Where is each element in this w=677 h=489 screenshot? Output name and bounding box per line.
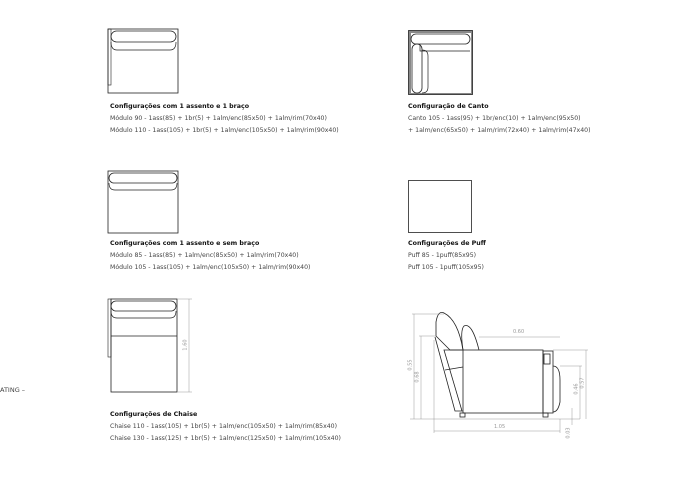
dim-seat-depth: 0.60 xyxy=(513,329,525,335)
section-line: Canto 105 - 1ass(95) + 1br/enc(10) + 1al… xyxy=(408,115,581,122)
cut-off-side-text: ATING – xyxy=(0,386,26,394)
chaise-length-label: 1.60 xyxy=(182,339,189,351)
section-line: Puff 105 - 1puff(105x95) xyxy=(408,264,484,271)
dim-foot-height: 0.03 xyxy=(565,427,572,439)
module-arm-drawing xyxy=(107,28,179,94)
section-title: Configuração de Canto xyxy=(408,103,489,110)
section-line: Chaise 130 - 1ass(125) + 1br(5) + 1alm/e… xyxy=(110,435,341,442)
section-line: Módulo 90 - 1ass(85) + 1br(5) + 1alm/enc… xyxy=(110,115,327,122)
side-view-drawing xyxy=(410,312,588,433)
section-title: Configurações de Puff xyxy=(408,240,486,247)
corner-module-drawing xyxy=(408,30,473,95)
dim-total-depth: 1.05 xyxy=(494,424,506,430)
section-line: Módulo 85 - 1ass(85) + 1alm/enc(85x50) +… xyxy=(110,252,299,259)
module-no-arm-drawing xyxy=(107,170,179,234)
dim-total-height: 0.55 xyxy=(407,359,414,371)
puff-drawing xyxy=(408,180,472,233)
section-line: Puff 85 - 1puff(85x95) xyxy=(408,252,477,259)
section-line: Módulo 105 - 1ass(105) + 1alm/enc(105x50… xyxy=(110,264,311,271)
section-line: Chaise 110 - 1ass(105) + 1br(5) + 1alm/e… xyxy=(110,423,338,430)
chaise-drawing xyxy=(107,298,192,393)
section-title: Configurações com 1 assento e 1 braço xyxy=(110,103,250,110)
section-line: + 1alm/enc(65x50) + 1alm/rim(72x40) + 1a… xyxy=(408,127,591,134)
dim-arm-height: 0.57 xyxy=(579,377,586,389)
dim-back-height: 0.68 xyxy=(414,371,421,383)
section-line: Módulo 110 - 1ass(105) + 1br(5) + 1alm/e… xyxy=(110,127,339,134)
section-title: Configurações com 1 assento e sem braço xyxy=(110,240,260,247)
section-title: Configurações de Chaise xyxy=(110,411,198,418)
dim-seat-height: 0.46 xyxy=(573,383,580,395)
